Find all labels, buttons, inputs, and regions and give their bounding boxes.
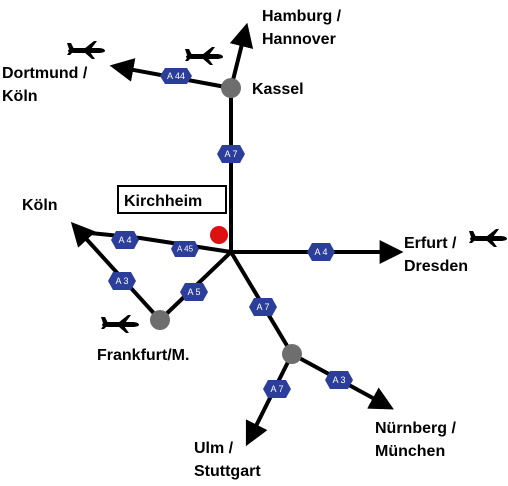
- kassel-node: [221, 78, 241, 98]
- label-dortmund: Dortmund / Köln: [2, 65, 92, 105]
- shield-a3-west: A 3: [108, 272, 136, 290]
- shield-a7-south-1-label: A 7: [256, 302, 269, 312]
- label-erfurt: Erfurt / Dresden: [404, 235, 468, 275]
- label-hamburg: Hamburg / Hannover: [262, 8, 346, 48]
- kirchheim-label: Kirchheim: [124, 193, 202, 210]
- shield-a5: A 5: [180, 283, 208, 301]
- shield-a45: A 45: [171, 241, 199, 257]
- shield-a7-south-2-label: A 7: [270, 384, 283, 394]
- label-nuernberg: Nürnberg / München: [375, 420, 460, 460]
- shield-a3-west-label: A 3: [115, 276, 128, 286]
- label-hamburg-line2: Hannover: [262, 31, 336, 48]
- shield-a3-east: A 3: [325, 371, 353, 389]
- frankfurt-node: [150, 310, 170, 330]
- motorway-shields: A 44 A 7 A 4 A 45 A 3 A 5 A 4 A 7: [108, 68, 353, 398]
- shield-a44: A 44: [160, 68, 192, 84]
- label-nuernberg-line2: München: [375, 443, 445, 460]
- shield-a45-label: A 45: [177, 245, 194, 254]
- label-nuernberg-line1: Nürnberg /: [375, 420, 456, 437]
- kirchheim-label-box: [117, 185, 227, 214]
- shield-a5-label: A 5: [187, 287, 200, 297]
- airplane-icon: [469, 229, 507, 247]
- label-frankfurt: Frankfurt/M.: [97, 347, 189, 364]
- kirchheim-marker: [210, 226, 228, 244]
- shield-a7-south-1: A 7: [249, 298, 277, 316]
- airplane-icon: [67, 41, 105, 59]
- label-dortmund-line1: Dortmund /: [2, 65, 88, 82]
- label-ulm-line2: Stuttgart: [194, 463, 261, 480]
- label-koeln: Köln: [22, 197, 58, 214]
- label-erfurt-line1: Erfurt /: [404, 235, 457, 252]
- label-erfurt-line2: Dresden: [404, 258, 468, 275]
- shield-a4-east: A 4: [307, 243, 335, 261]
- label-ulm: Ulm / Stuttgart: [194, 440, 261, 480]
- airplane-icon: [101, 315, 139, 333]
- shield-a44-label: A 44: [167, 71, 185, 81]
- shield-a4-east-label: A 4: [314, 247, 327, 257]
- shield-a3-east-label: A 3: [332, 375, 345, 385]
- airplane-icon: [185, 47, 223, 65]
- shield-a7-north: A 7: [217, 145, 245, 163]
- nuernberg-junction-node: [282, 344, 302, 364]
- shield-a4-west-label: A 4: [118, 235, 131, 245]
- shield-a4-west: A 4: [111, 231, 139, 249]
- label-ulm-line1: Ulm /: [194, 440, 234, 457]
- label-dortmund-line2: Köln: [2, 88, 38, 105]
- label-hamburg-line1: Hamburg /: [262, 8, 342, 25]
- shield-a7-south-2: A 7: [263, 380, 291, 398]
- shield-a7-north-label: A 7: [224, 149, 237, 159]
- label-kassel: Kassel: [252, 81, 304, 98]
